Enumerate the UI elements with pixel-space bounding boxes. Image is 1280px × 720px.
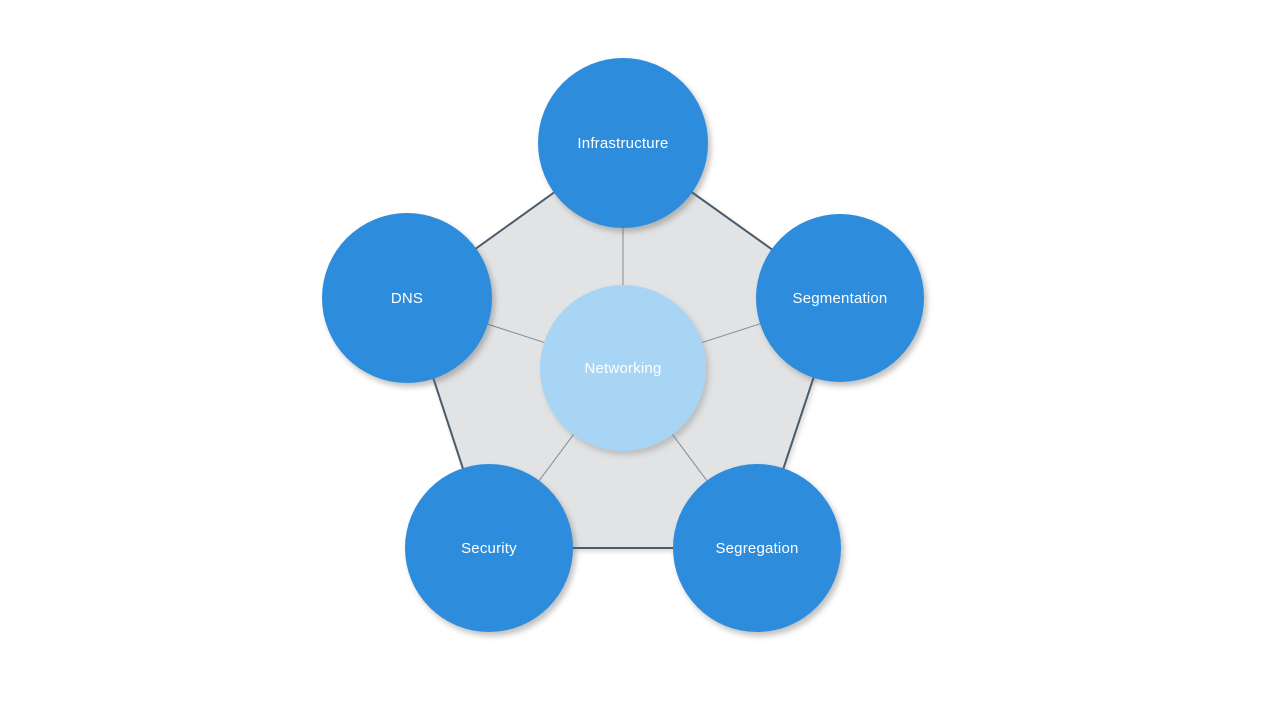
node-security-circle xyxy=(405,464,573,632)
node-dns: DNS xyxy=(322,213,492,383)
node-segregation: Segregation xyxy=(673,464,841,632)
node-infrastructure: Infrastructure xyxy=(538,58,708,228)
node-segmentation-label: Segmentation xyxy=(793,290,888,307)
node-segregation-label: Segregation xyxy=(715,540,798,557)
node-dns-circle xyxy=(322,213,492,383)
node-security-label: Security xyxy=(461,540,517,557)
node-security: Security xyxy=(405,464,573,632)
center-node-circle xyxy=(540,285,706,451)
node-infrastructure-label: Infrastructure xyxy=(577,135,668,152)
node-segmentation: Segmentation xyxy=(756,214,924,382)
node-infrastructure-circle xyxy=(538,58,708,228)
center-node-networking: Networking xyxy=(540,285,706,451)
node-segregation-circle xyxy=(673,464,841,632)
node-dns-label: DNS xyxy=(391,290,423,307)
center-node-label: Networking xyxy=(584,360,661,377)
node-segmentation-circle xyxy=(756,214,924,382)
